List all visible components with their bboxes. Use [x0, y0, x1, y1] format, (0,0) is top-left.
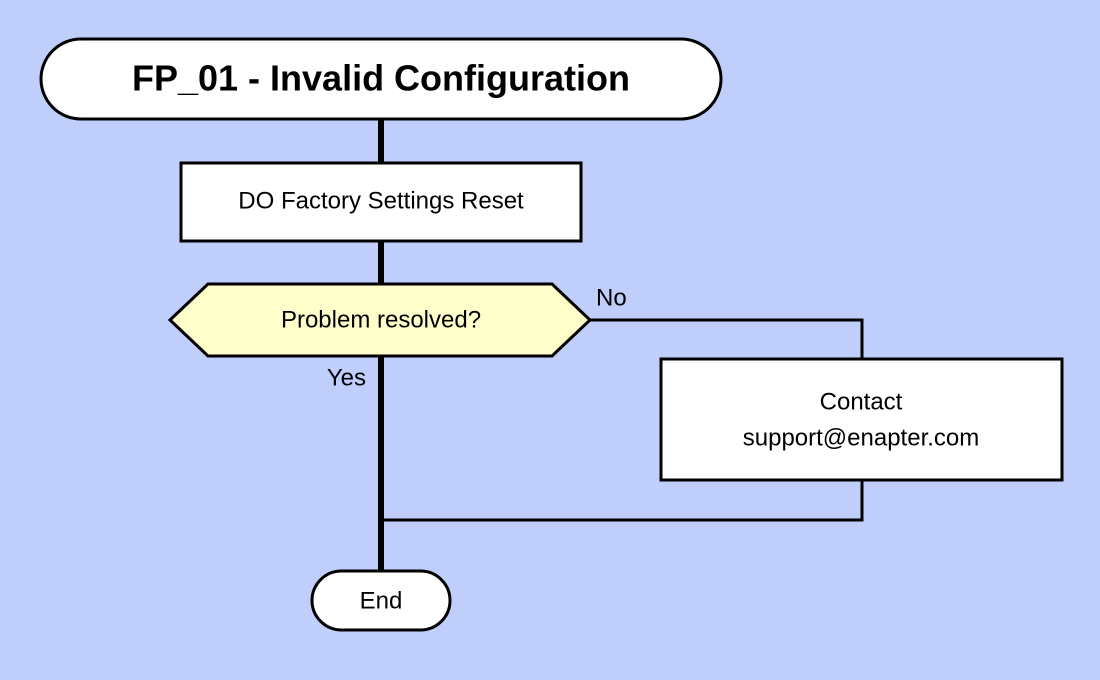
node-process[interactable]: DO Factory Settings Reset [179, 161, 583, 243]
end-node-shape [310, 569, 452, 632]
contact-node-label-line2: support@enapter.com [743, 424, 980, 451]
decision-node-shape [167, 282, 593, 358]
edge-contact-back-to-main [381, 480, 864, 522]
decision-node-label: Problem resolved? [281, 306, 481, 333]
contact-node-shape [659, 357, 1064, 482]
node-start[interactable]: FP_01 - Invalid Configuration [39, 37, 723, 121]
node-contact[interactable]: Contact support@enapter.com [659, 357, 1064, 482]
process-node-shape [179, 161, 583, 243]
edge-label-no: No [596, 284, 627, 311]
node-decision[interactable]: Problem resolved? [167, 282, 593, 358]
start-node-shape [39, 37, 723, 121]
node-end[interactable]: End [310, 569, 452, 632]
edge-label-yes: Yes [327, 364, 366, 391]
end-node-label: End [360, 587, 403, 614]
start-node-label: FP_01 - Invalid Configuration [132, 58, 630, 99]
edge-decision-no-to-contact [590, 318, 864, 358]
process-node-label: DO Factory Settings Reset [238, 187, 524, 214]
contact-node-label-line1: Contact [820, 388, 903, 415]
